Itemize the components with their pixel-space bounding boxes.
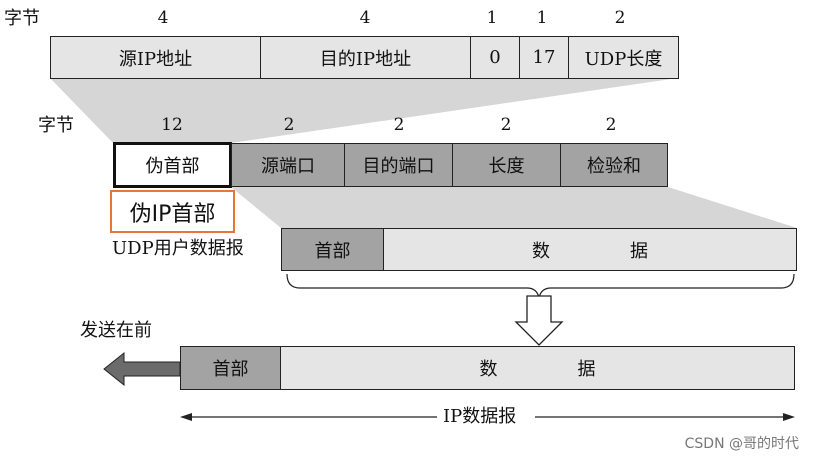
watermark: CSDN @哥的时代 bbox=[684, 436, 799, 452]
field-pseudo-header: 伪首部 bbox=[113, 142, 232, 188]
row2-byte-label: 字节 bbox=[38, 115, 74, 136]
pseudo-header-funnel bbox=[50, 78, 678, 143]
row2-byte-count: 2 bbox=[283, 115, 295, 135]
field-source-ip: 源IP地址 bbox=[50, 36, 261, 79]
row2-byte-count: 2 bbox=[605, 115, 617, 135]
pseudo-ip-header-tag: 伪IP首部 bbox=[110, 190, 235, 233]
ip-datagram-span-label: IP数据报 bbox=[443, 406, 517, 427]
send-first-label: 发送在前 bbox=[80, 320, 152, 341]
udp-header-block: 首部 bbox=[281, 228, 384, 271]
ip-data-text-left: 数 bbox=[479, 359, 498, 380]
udp-data-text-right: 据 bbox=[630, 240, 648, 262]
field-udp-length: UDP长度 bbox=[568, 36, 679, 79]
ip-header-block: 首部 bbox=[180, 346, 281, 390]
row1-byte-count: 4 bbox=[359, 8, 371, 28]
down-arrow bbox=[514, 295, 564, 346]
row2-byte-count: 12 bbox=[161, 115, 183, 135]
row1-byte-count: 1 bbox=[536, 8, 548, 28]
row1-byte-count: 1 bbox=[486, 8, 498, 28]
ip-data-block: 数 据 bbox=[280, 346, 795, 390]
udp-data-text-left: 数 bbox=[532, 240, 550, 262]
row1-byte-count: 4 bbox=[157, 8, 169, 28]
row1-byte-label: 字节 bbox=[4, 8, 40, 29]
field-zero: 0 bbox=[470, 36, 520, 79]
field-dest-ip: 目的IP地址 bbox=[260, 36, 471, 79]
field-checksum: 检验和 bbox=[560, 143, 668, 187]
udp-funnel bbox=[231, 187, 797, 228]
send-arrow bbox=[103, 351, 181, 387]
ip-data-text-right: 据 bbox=[577, 359, 596, 380]
field-length: 长度 bbox=[452, 143, 561, 187]
row2-byte-count: 2 bbox=[500, 115, 512, 135]
udp-datagram-label: UDP用户数据报 bbox=[112, 238, 244, 259]
row1-byte-count: 2 bbox=[614, 8, 626, 28]
row2-byte-count: 2 bbox=[393, 115, 405, 135]
udp-brace bbox=[286, 273, 795, 299]
field-protocol: 17 bbox=[519, 36, 569, 79]
field-dest-port: 目的端口 bbox=[344, 143, 453, 187]
udp-data-block: 数 据 bbox=[383, 228, 797, 271]
field-source-port: 源端口 bbox=[231, 143, 345, 187]
